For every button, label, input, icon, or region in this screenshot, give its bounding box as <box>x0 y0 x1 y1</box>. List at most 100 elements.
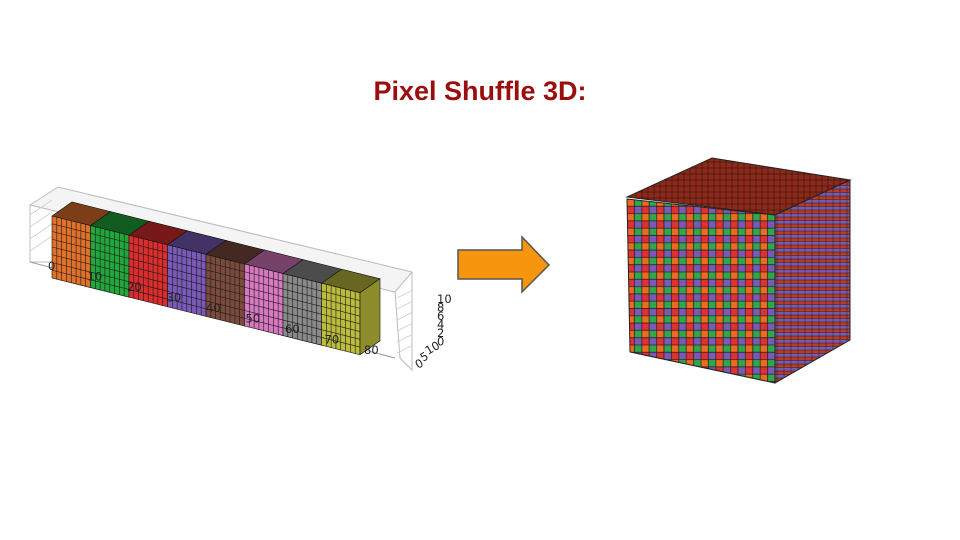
block-grid-line <box>282 327 322 338</box>
grid-line <box>396 322 414 332</box>
block-grid-line <box>167 275 207 286</box>
block-grid-line <box>205 300 245 311</box>
block-grid-line <box>321 329 361 340</box>
block-grid-line <box>90 240 130 251</box>
block-side-face <box>359 278 381 356</box>
block-grid-line <box>51 238 91 250</box>
block-grid-line <box>51 269 91 281</box>
block-grid-line <box>244 271 284 282</box>
x-tick-label: 40 <box>206 301 221 315</box>
cube-front-face <box>626 198 776 384</box>
input-color-blocks <box>51 201 381 356</box>
block-grid-line <box>321 337 361 348</box>
block-grid-line <box>167 291 207 302</box>
block-grid-line <box>51 223 91 234</box>
block-grid-line <box>244 286 284 298</box>
output-shuffled-cube <box>625 157 852 384</box>
block-grid-line <box>128 250 168 261</box>
block-grid-line <box>90 233 130 244</box>
z-tick-label: 2 <box>437 326 444 340</box>
block-grid-line <box>244 310 284 321</box>
x-tick-label: 70 <box>325 333 340 347</box>
block-grid-line <box>167 298 207 309</box>
block-grid-line <box>321 321 361 332</box>
block-grid-line <box>90 279 130 290</box>
block-grid-line <box>128 281 168 292</box>
input-block <box>128 220 189 308</box>
block-grid-line <box>205 269 245 280</box>
grid-line <box>29 199 53 216</box>
block-grid-line <box>321 298 361 309</box>
block-grid-line <box>205 292 245 304</box>
block-grid-line <box>244 279 284 290</box>
slide-title: Pixel Shuffle 3D: <box>373 76 587 106</box>
grid-line <box>396 333 414 343</box>
block-grid-line <box>205 285 245 296</box>
z-tick-label: 0 <box>437 335 444 349</box>
block-grid-line <box>128 289 168 300</box>
x-tick-label: 10 <box>88 270 103 284</box>
block-grid-line <box>128 265 168 277</box>
block-grid-line <box>282 312 322 323</box>
block-grid-line <box>128 273 168 284</box>
x-tick-label: 20 <box>127 280 142 294</box>
block-grid-line <box>51 254 91 265</box>
y-tick-label: 10 <box>423 338 443 357</box>
z-tick-label: 6 <box>437 309 444 323</box>
block-grid-line <box>282 304 322 315</box>
z-tick-label: 8 <box>437 301 444 315</box>
input-block <box>89 211 150 298</box>
block-grid-line <box>321 306 361 317</box>
grid-line <box>396 311 414 321</box>
block-grid-line <box>51 246 91 257</box>
block-grid-line <box>244 302 284 313</box>
block-grid-line <box>167 283 207 294</box>
block-grid-line <box>205 277 245 288</box>
block-grid-line <box>167 267 207 278</box>
input-block <box>51 201 112 288</box>
block-grid-line <box>282 319 322 330</box>
block-grid-line <box>321 290 361 301</box>
block-grid-line <box>90 256 130 267</box>
x-tick-label: 30 <box>167 291 182 305</box>
x-axis-ticks: 0 10 20 30 40 50 60 70 80 <box>48 259 379 357</box>
block-grid-line <box>128 258 168 269</box>
block-grid-line <box>205 308 245 319</box>
block-grid-line <box>167 260 207 271</box>
block-grid-line <box>244 317 284 329</box>
block-grid-line <box>90 271 130 282</box>
x-tick-label: 0 <box>48 259 55 273</box>
grid-line <box>396 344 414 354</box>
plot-left-wall <box>29 205 50 263</box>
x-tick-label: 50 <box>246 312 261 326</box>
input-block <box>282 259 343 346</box>
cube-side-face <box>774 179 851 384</box>
block-grid-line <box>90 248 130 259</box>
z-tick-label: 10 <box>437 292 452 306</box>
block-grid-line <box>282 281 322 292</box>
block-grid-line <box>51 231 91 242</box>
grid-line <box>29 211 53 228</box>
x-tick-label: 60 <box>285 322 300 336</box>
x-tick-label: 80 <box>364 343 379 357</box>
grid-line <box>29 223 53 240</box>
block-grid-line <box>128 242 168 253</box>
grid-line <box>396 289 414 299</box>
block-grid-line <box>167 252 207 263</box>
input-block <box>243 249 304 336</box>
grid-line <box>396 300 414 310</box>
block-grid-line <box>321 313 361 325</box>
block-grid-line <box>244 294 284 305</box>
z-tick-label: 4 <box>437 318 444 332</box>
block-grid-line <box>282 296 322 307</box>
block-grid-line <box>90 264 130 275</box>
grid-line <box>29 235 53 252</box>
plot-right-wall <box>394 272 413 372</box>
input-block <box>320 268 381 356</box>
block-grid-line <box>205 261 245 273</box>
block-grid-line <box>51 262 91 273</box>
